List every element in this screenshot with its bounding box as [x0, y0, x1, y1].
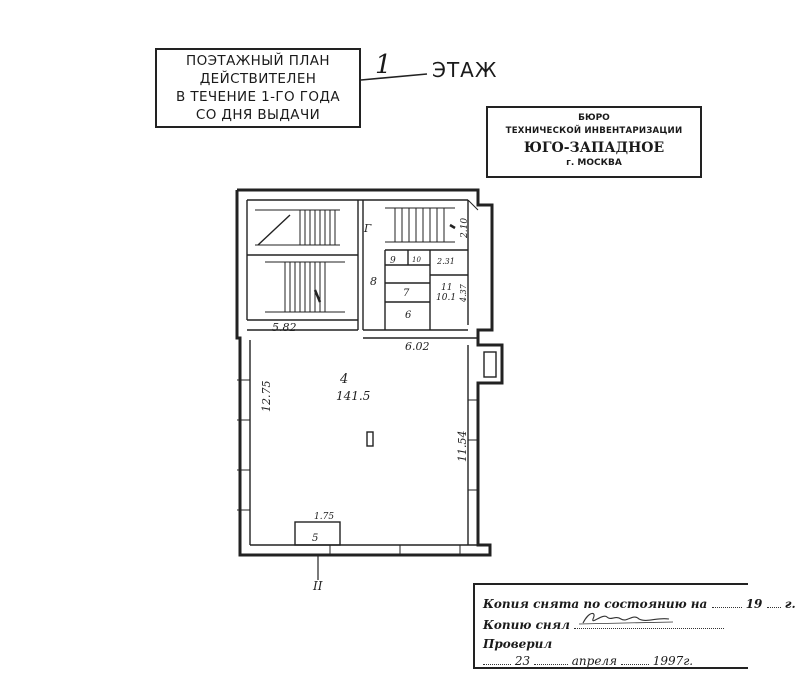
validity-stamp: ПОЭТАЖНЫЙ ПЛАН ДЕЙСТВИТЕЛЕН В ТЕЧЕНИЕ 1-…	[155, 48, 361, 128]
room-label-6: 6	[405, 310, 412, 321]
copy-stamp-line-4: 23 апреля 1997г.	[483, 652, 693, 668]
validity-line-2: ДЕЙСТВИТЕЛЕН	[199, 71, 317, 87]
window-marks	[237, 379, 478, 555]
dim-2-10: 2.10	[460, 218, 470, 239]
bureau-line-2: ТЕХНИЧЕСКОЙ ИНВЕНТАРИЗАЦИИ	[505, 126, 683, 136]
inner-walls	[246, 199, 497, 546]
copy-line4-month: апреля	[571, 654, 618, 668]
room-area-4: 141.5	[336, 389, 370, 403]
copy-line4-blank	[483, 652, 511, 665]
bureau-line-3: ЮГО-ЗАПАДНОЕ	[523, 140, 665, 156]
room-area-11: 10.1	[436, 293, 456, 303]
copy-line1-prefix: Копия снята по состоянию на	[483, 597, 708, 611]
validity-line-1: ПОЭТАЖНЫЙ ПЛАН	[186, 53, 330, 69]
copy-line1-year: 19	[745, 597, 763, 611]
room-label-4: 4	[339, 372, 348, 387]
copy-line3-prefix: Проверил	[483, 637, 553, 651]
dim-6-02: 6.02	[405, 340, 430, 353]
copy-line4-day: 23	[514, 654, 531, 668]
dim-12-75: 12.75	[260, 381, 273, 413]
dim-11-54: 11.54	[456, 431, 469, 463]
copy-stamp-line-1: Копия снята по состоянию на 19 г.	[483, 595, 796, 611]
room-label-10: 10	[412, 256, 421, 264]
dim-2-31: 2.31	[436, 257, 455, 266]
copy-stamp-line-3: Проверил	[483, 637, 552, 651]
dim-1-75: 1.75	[314, 512, 334, 522]
staircases	[255, 207, 456, 313]
copy-stamp-line-2: Копию снял	[483, 616, 725, 632]
dim-4-37: 4.37	[459, 283, 468, 303]
room-label-9: 9	[390, 256, 396, 266]
copy-line2-blank	[574, 616, 725, 629]
room-label-11: 11	[441, 283, 452, 293]
copy-line1-suffix: г.	[784, 597, 796, 611]
floor-underline	[360, 73, 428, 81]
copy-line4-blank-3	[620, 652, 649, 665]
validity-line-3: В ТЕЧЕНИЕ 1-ГО ГОДА	[175, 89, 341, 105]
bureau-line-4: г. МОСКВА	[566, 158, 622, 168]
copy-stamp: Копия снята по состоянию на 19 г. Копию …	[473, 583, 796, 669]
copy-line1-blank-2	[766, 595, 781, 608]
outer-walls	[235, 188, 504, 557]
floor-number: 1	[375, 50, 392, 80]
floor-word: ЭТАЖ	[432, 58, 498, 82]
bureau-stamp: БЮРО ТЕХНИЧЕСКОЙ ИНВЕНТАРИЗАЦИИ ЮГО-ЗАПА…	[486, 106, 702, 178]
copy-line1-blank	[711, 595, 742, 608]
dim-5-82: 5.82	[272, 321, 297, 334]
room-label-7: 7	[403, 288, 410, 299]
validity-line-4: СО ДНЯ ВЫДАЧИ	[195, 107, 321, 123]
signature	[578, 612, 674, 625]
copy-line4-year: 1997г.	[652, 654, 694, 668]
copy-line2-prefix: Копию снял	[483, 618, 570, 632]
room-label-5: 5	[312, 533, 318, 544]
copy-line4-blank-2	[533, 652, 568, 665]
room-label-8: 8	[370, 275, 377, 288]
section-mark: II	[312, 579, 323, 593]
room-label-g: Г	[363, 222, 372, 235]
bureau-line-1: БЮРО	[578, 113, 610, 123]
